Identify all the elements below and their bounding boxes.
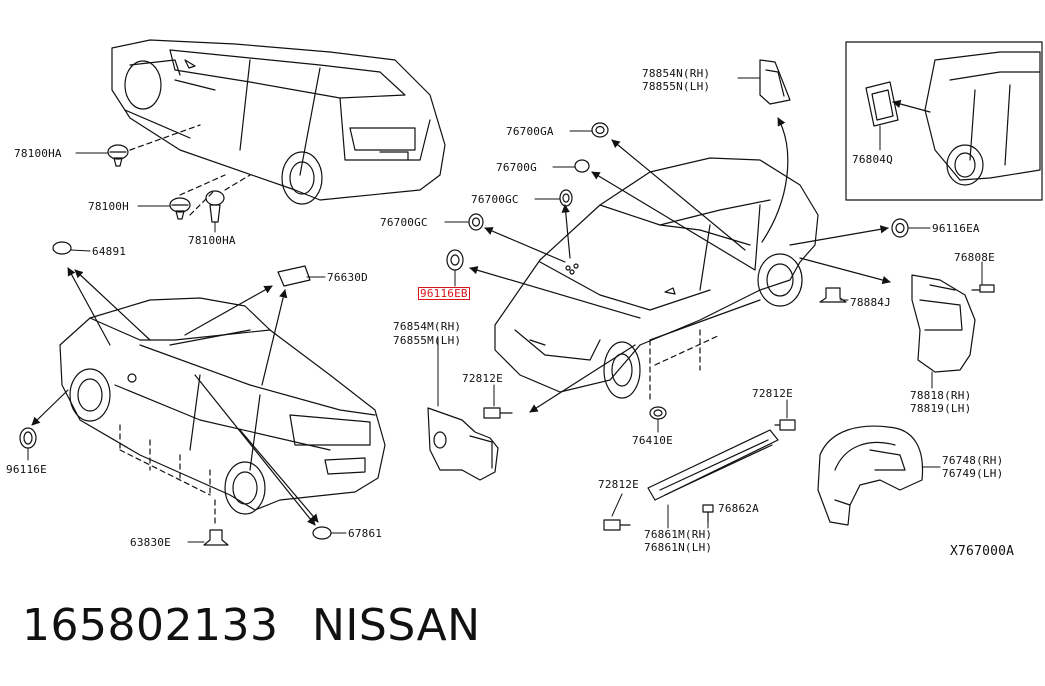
car-bottom-left-illustration [59, 297, 386, 515]
label-78100HA-bottom: 78100HA [188, 234, 236, 247]
label-72812E-right: 72812E [752, 387, 793, 400]
label-63830E: 63830E [130, 536, 171, 549]
grommet-76700GA-icon [591, 122, 609, 138]
label-76862A: 76862A [718, 502, 759, 515]
clip-78100HA-top-icon [107, 144, 129, 167]
label-76861M: 76861M(RH) [644, 528, 713, 541]
grommet-76700GC-right-icon [559, 189, 573, 207]
grommet-76700GC-left-icon [468, 213, 484, 231]
grommet-76410E-icon [649, 406, 667, 420]
label-64891: 64891 [92, 245, 127, 258]
diagram-code: X767000A [950, 544, 1015, 559]
label-76861N: 76861N(LH) [644, 541, 713, 554]
label-76700G: 76700G [496, 161, 537, 174]
label-78884J: 78884J [850, 296, 891, 309]
fuel-lid-76804Q-icon [865, 81, 899, 127]
cover-76630D-icon [277, 265, 311, 287]
label-67861: 67861 [348, 527, 383, 540]
label-76749: 76749(LH) [942, 467, 1004, 480]
clip-72812E-center-icon [483, 407, 513, 419]
car-inset-illustration [924, 51, 1041, 186]
label-76700GC-left: 76700GC [380, 216, 428, 229]
leader-lines-top-left [129, 124, 251, 216]
leader-lines-center [649, 329, 721, 401]
clip-78884J-icon [819, 287, 847, 303]
plug-64891-icon [52, 241, 72, 255]
clip-72812E-bottom-icon [603, 519, 631, 531]
label-78100HA-top: 78100HA [14, 147, 62, 160]
car-top-left-illustration [111, 39, 446, 205]
label-76630D: 76630D [327, 271, 368, 284]
inset-frame [845, 41, 1043, 201]
label-78818: 78818(RH) [910, 389, 972, 402]
label-leader-lines [27, 77, 983, 543]
label-76410E: 76410E [632, 434, 673, 447]
label-96116EB-highlighted[interactable]: 96116EB [418, 287, 470, 300]
label-78100H: 78100H [88, 200, 129, 213]
car-center-illustration [494, 157, 819, 399]
leader-lines-bottom-left [119, 424, 216, 526]
screw-76808E-icon [971, 284, 995, 293]
wheel-house-protector-78818-icon [911, 274, 976, 373]
plug-67861-icon [312, 526, 332, 540]
clip-72812E-right-icon [774, 419, 796, 431]
label-76700GC-right: 76700GC [471, 193, 519, 206]
label-96116E: 96116E [6, 463, 47, 476]
label-76748: 76748(RH) [942, 454, 1004, 467]
label-78854N: 78854N(RH) [642, 67, 711, 80]
sill-cover-76861-icon [647, 429, 779, 501]
arrows-bottom-left [31, 267, 319, 526]
label-78855N: 78855N(LH) [642, 80, 711, 93]
arrows-center [469, 117, 891, 413]
brand-name: NISSAN [312, 600, 481, 651]
label-96116EA: 96116EA [932, 222, 980, 235]
arrow-inset [892, 99, 931, 113]
wheel-liner-76748-icon [817, 425, 924, 526]
bracket-78854N-icon [759, 59, 791, 105]
grommet-96116EA-icon [891, 218, 909, 238]
grommet-96116E-icon [19, 427, 37, 449]
label-72812E-center: 72812E [462, 372, 503, 385]
label-72812E-bottom: 72812E [598, 478, 639, 491]
grommet-96116EB-icon [446, 249, 464, 271]
label-76700GA: 76700GA [506, 125, 554, 138]
clip-78100HA-bottom-icon [205, 190, 225, 223]
plug-76700G-icon [574, 159, 590, 173]
mud-guard-76854M-icon [427, 407, 499, 481]
label-76855M: 76855M(LH) [393, 334, 462, 347]
screw-76862A-icon [702, 504, 714, 523]
label-78819: 78819(LH) [910, 402, 972, 415]
clip-78100H-icon [169, 197, 191, 220]
label-76854M: 76854M(RH) [393, 320, 462, 333]
part-number: 165802133 [22, 600, 279, 651]
clip-63830E-icon [203, 529, 229, 546]
label-76808E: 76808E [954, 251, 995, 264]
label-76804Q: 76804Q [852, 153, 893, 166]
